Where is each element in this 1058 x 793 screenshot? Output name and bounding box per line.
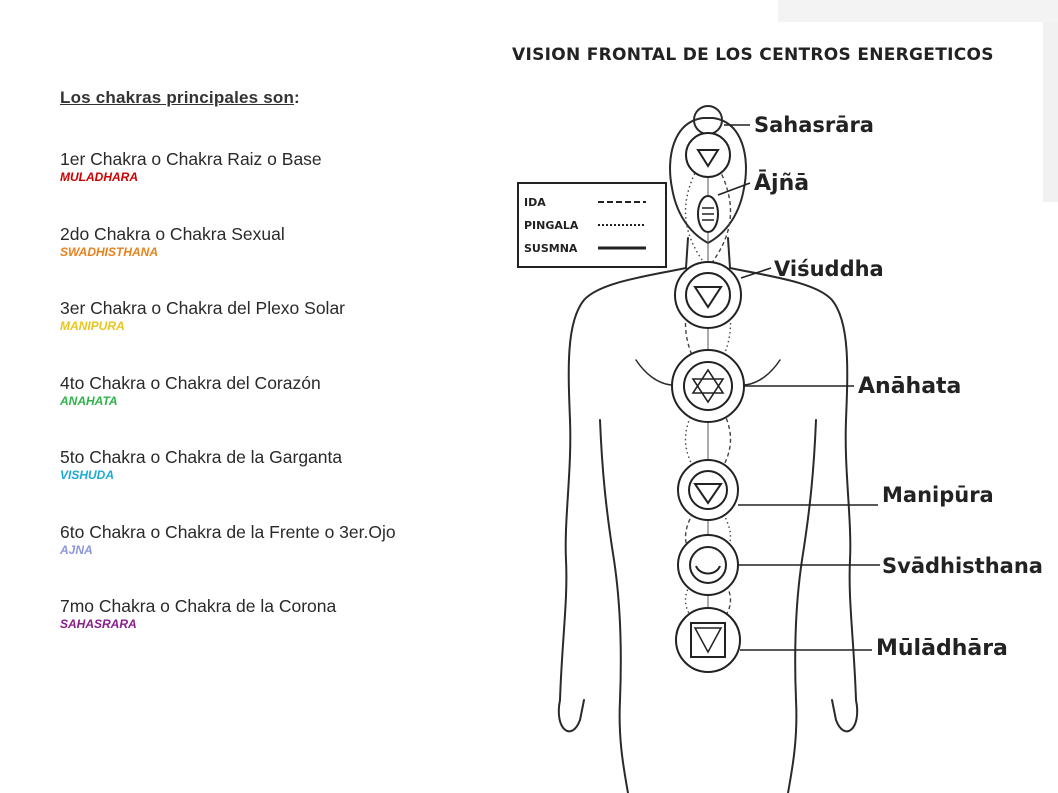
chakra-text-panel: Los chakras principales son: 1er Chakra …: [60, 88, 500, 670]
chakra-diagram: VISION FRONTAL DE LOS CENTROS ENERGETICO…: [488, 0, 1058, 793]
ajna-symbol: [697, 195, 719, 233]
right-torso-outline: [787, 419, 817, 793]
figure-title: VISION FRONTAL DE LOS CENTROS ENERGETICO…: [512, 45, 994, 65]
chakra-name: 6to Chakra o Chakra de la Frente o 3er.O…: [60, 521, 396, 542]
chakra-name: 1er Chakra o Chakra Raiz o Base: [60, 149, 322, 169]
label-manipura: Manipūra: [882, 483, 994, 507]
label-sahasrara: Sahasrāra: [754, 113, 874, 137]
figure-background: [488, 0, 1058, 793]
channel-legend: IDA PINGALA SUSMNA: [517, 182, 667, 268]
left-arm-outline: [559, 267, 687, 701]
left-torso-outline: [599, 419, 629, 793]
chakra-name: 2do Chakra o Chakra Sexual: [60, 223, 285, 244]
left-hand: [557, 699, 585, 733]
chakra-figure: VISION FRONTAL DE LOS CENTROS ENERGETICO…: [488, 0, 1058, 793]
legend-label-pingala: PINGALA: [524, 219, 579, 232]
manipura-symbol: [677, 459, 739, 521]
legend-label-susmna: SUSMNA: [524, 242, 578, 255]
sahasrara-symbol: [685, 132, 731, 178]
heading-colon: :: [294, 88, 300, 107]
legend-label-ida: IDA: [524, 196, 546, 209]
chakra-name: 7mo Chakra o Chakra de la Corona: [60, 596, 337, 616]
ajna-leader: [717, 182, 751, 196]
muladhara-symbol: [675, 607, 741, 673]
label-svadhisthana: Svādhisthana: [882, 554, 1043, 578]
label-ajna: Ājñā: [754, 170, 809, 196]
chakra-sanskrit-name: MULADHARA: [60, 170, 138, 184]
label-visuddha: Viśuddha: [774, 257, 884, 281]
chakra-sanskrit-name: AJNA: [60, 542, 93, 557]
right-arm-outline: [729, 267, 857, 701]
heading-text: Los chakras principales son: [60, 88, 295, 107]
svadhisthana-symbol: [677, 534, 739, 596]
neck-outline: [685, 237, 731, 269]
right-hand: [831, 699, 859, 733]
label-muladhara: Mūlādhāra: [876, 636, 1008, 661]
list-heading: Los chakras principales son:: [60, 88, 500, 108]
chakra-name: 5to Chakra o Chakra de la Garganta: [60, 447, 343, 467]
chakra-name: 3er Chakra o Chakra del Plexo Solar: [60, 298, 346, 318]
chakra-item: 6to Chakra o Chakra de la Frente o 3er.O…: [60, 521, 500, 596]
chakra-name: 4to Chakra o Chakra del Corazón: [60, 372, 321, 393]
chakra-sanskrit-name: ANAHATA: [60, 393, 118, 408]
anahata-symbol: [671, 349, 745, 423]
scan-edge-right: [1043, 22, 1058, 202]
label-anahata: Anāhata: [858, 374, 961, 399]
chakra-sanskrit-name: MANIPURA: [60, 319, 125, 333]
chakra-sanskrit-name: SWADHISTHANA: [60, 244, 158, 259]
scan-edge-top: [778, 0, 1058, 22]
chakra-sanskrit-name: VISHUDA: [60, 468, 115, 482]
chakra-sanskrit-name: SAHASRARA: [60, 617, 137, 631]
visuddha-leader: [740, 267, 772, 279]
visuddha-symbol: [674, 261, 742, 329]
